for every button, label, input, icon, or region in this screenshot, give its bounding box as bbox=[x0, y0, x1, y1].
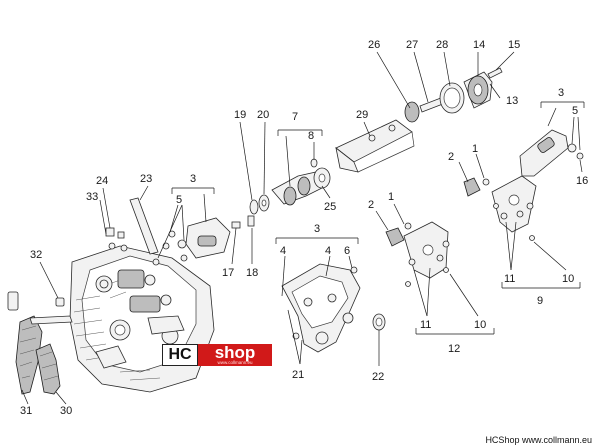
callout-8: 8 bbox=[308, 130, 314, 142]
tappet-1-2-middle bbox=[385, 222, 412, 247]
leader-lines bbox=[21, 51, 585, 405]
rocker-support-3-center bbox=[281, 263, 361, 353]
callout-25: 25 bbox=[324, 201, 336, 213]
callout-18: 18 bbox=[246, 267, 258, 279]
callout-4-center-left: 4 bbox=[280, 245, 286, 257]
callout-9: 9 bbox=[537, 295, 543, 307]
callout-23: 23 bbox=[140, 173, 152, 185]
callout-4-center-right: 4 bbox=[325, 245, 331, 257]
callout-6: 6 bbox=[344, 245, 350, 257]
callout-19: 19 bbox=[234, 109, 246, 121]
callout-5-left: 5 bbox=[176, 194, 182, 206]
callout-26: 26 bbox=[368, 39, 380, 51]
callout-32: 32 bbox=[30, 249, 42, 261]
callout-28: 28 bbox=[436, 39, 448, 51]
callout-2-right: 2 bbox=[448, 151, 454, 163]
sprocket-assembly-13-14-15-26-27-28 bbox=[404, 67, 503, 123]
callout-3-left: 3 bbox=[190, 173, 196, 185]
callout-2-middle: 2 bbox=[368, 199, 374, 211]
bolts-17-18 bbox=[231, 215, 255, 229]
camshaft-7 bbox=[271, 158, 331, 206]
logo-hc-text: HC bbox=[162, 344, 198, 366]
callout-3-center: 3 bbox=[314, 223, 320, 235]
callout-22: 22 bbox=[372, 371, 384, 383]
callout-1-right: 1 bbox=[472, 143, 478, 155]
callout-15: 15 bbox=[508, 39, 520, 51]
callout-5-right: 5 bbox=[572, 105, 578, 117]
callout-7: 7 bbox=[292, 111, 298, 123]
logo-url-text: www.collmann.eu bbox=[217, 360, 253, 365]
callout-27: 27 bbox=[406, 39, 418, 51]
callout-13: 13 bbox=[506, 95, 518, 107]
callout-11-middle: 11 bbox=[420, 319, 431, 331]
callout-labels: 26 27 28 14 15 13 3 5 16 29 2 1 11 10 9 … bbox=[20, 39, 588, 417]
tappet-1-2-right bbox=[463, 177, 490, 197]
chain-tensioner-30 bbox=[35, 343, 61, 395]
callout-12: 12 bbox=[448, 343, 460, 355]
callout-10-middle: 10 bbox=[474, 319, 486, 331]
cylinder-head bbox=[69, 245, 215, 393]
cover-29 bbox=[335, 119, 415, 173]
rocker-arm-12 bbox=[403, 221, 450, 279]
cap-22 bbox=[372, 313, 386, 331]
stud-bolts-23-24-33 bbox=[105, 197, 159, 255]
callout-11-right: 11 bbox=[504, 273, 515, 285]
washers-19-20 bbox=[249, 194, 270, 215]
callout-1-middle: 1 bbox=[388, 191, 394, 203]
callout-30: 30 bbox=[60, 405, 72, 417]
rocker-assembly-3-left bbox=[152, 217, 231, 266]
callout-10-right: 10 bbox=[562, 273, 574, 285]
callout-21: 21 bbox=[292, 369, 304, 381]
rocker-arm-9 bbox=[491, 175, 537, 233]
footer-credit: HCShop www.collmann.eu bbox=[485, 435, 592, 445]
callout-33: 33 bbox=[86, 191, 98, 203]
footer-text: HCShop www.collmann.eu bbox=[485, 435, 592, 445]
callout-3-right: 3 bbox=[558, 87, 564, 99]
callout-24: 24 bbox=[96, 175, 108, 187]
callout-31: 31 bbox=[20, 405, 32, 417]
logo-shop-text: shop bbox=[198, 344, 272, 366]
callout-17: 17 bbox=[222, 267, 234, 279]
hc-shop-logo: HC shop www.collmann.eu bbox=[162, 344, 272, 366]
callout-14: 14 bbox=[473, 39, 485, 51]
bolts-10-11 bbox=[405, 203, 535, 287]
rocker-assembly-3-right bbox=[519, 129, 584, 177]
callout-16: 16 bbox=[576, 175, 588, 187]
bolt-32 bbox=[7, 291, 65, 311]
callout-20: 20 bbox=[257, 109, 269, 121]
callout-29: 29 bbox=[356, 109, 368, 121]
